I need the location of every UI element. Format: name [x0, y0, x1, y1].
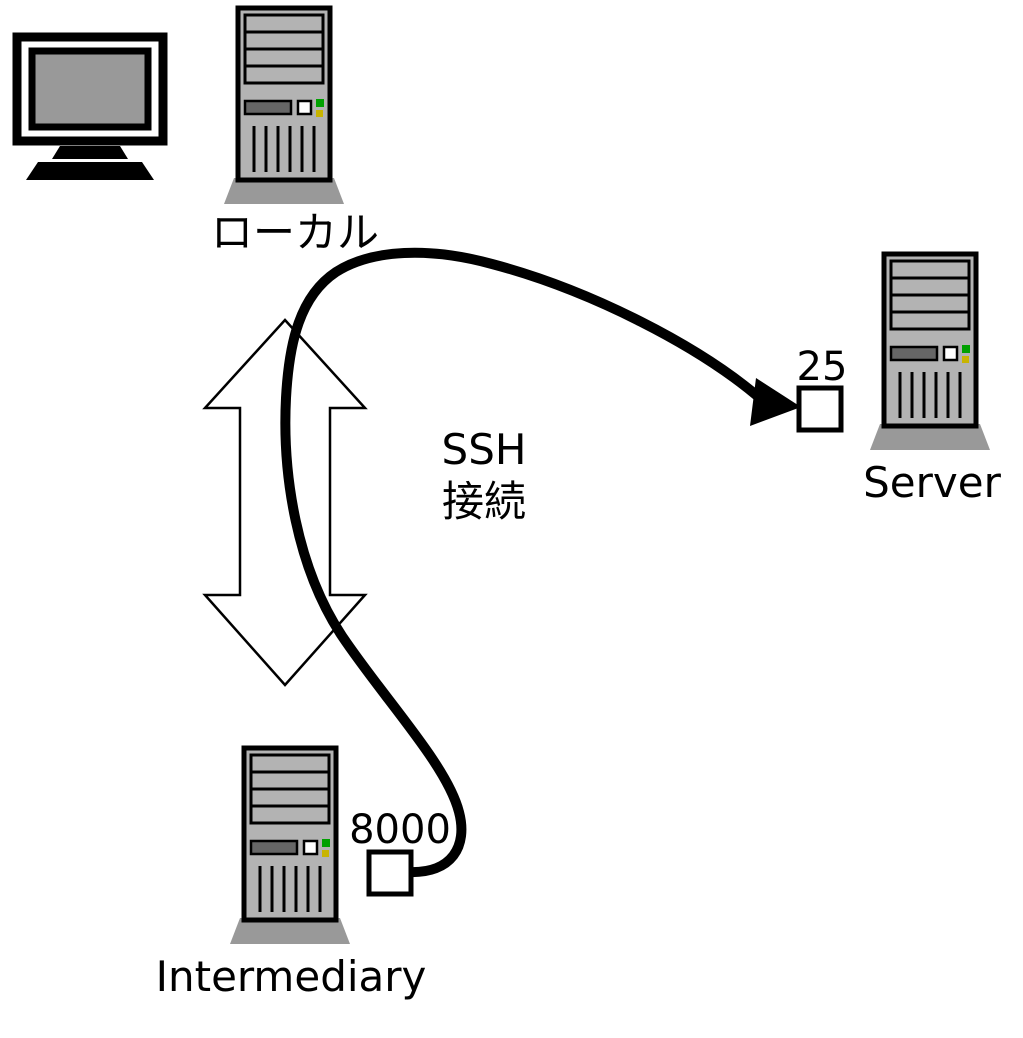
local-computer-icon [224, 8, 344, 204]
server-computer-icon [870, 254, 990, 450]
ssh-label-line2: 接続 [442, 477, 526, 526]
local-monitor-icon [17, 37, 163, 180]
intermediary-label: Intermediary [156, 952, 427, 1001]
port-25-label: 25 [797, 344, 848, 390]
ssh-double-arrow [202, 318, 368, 687]
intermediary-computer-icon [230, 748, 350, 944]
local-label: ローカル [211, 208, 379, 257]
port-25-box [796, 385, 844, 433]
server-label: Server [863, 458, 1001, 507]
tunnel-arrowhead-icon [750, 378, 801, 426]
tunnel-curve [280, 247, 767, 878]
port-8000-box [366, 849, 414, 897]
ssh-label-line1: SSH [442, 425, 527, 474]
port-8000-label: 8000 [349, 807, 451, 853]
